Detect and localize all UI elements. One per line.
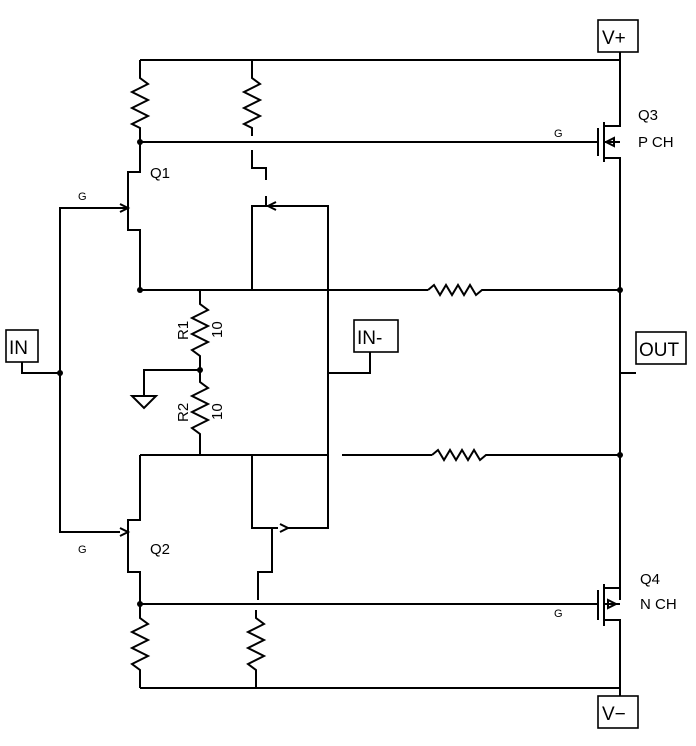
in-minus-wire: [328, 352, 371, 374]
resistor-bottom-left: [129, 604, 151, 688]
q4-label: Q4: [640, 571, 660, 588]
q3-type: P CH: [638, 134, 674, 151]
q2-drain-source: [127, 455, 141, 604]
r1-resistor: [189, 290, 211, 370]
ground-icon: [129, 395, 159, 410]
q3-label: Q3: [638, 107, 658, 124]
top-output-resistor: [427, 283, 620, 297]
in-label: IN: [9, 338, 28, 359]
r1-name: R1: [175, 321, 192, 340]
q4-symbol: [597, 584, 621, 640]
q2-gate-label: G: [78, 544, 87, 556]
v-minus-label: V−: [602, 704, 626, 725]
inner-lower-transistor: [251, 373, 329, 600]
resistor-top-left: [129, 60, 151, 142]
in-minus-label: IN-: [357, 328, 382, 349]
r2-name: R2: [175, 403, 192, 422]
input-gate-bus: [59, 207, 120, 533]
ground-wire: [143, 369, 200, 396]
resistor-top-middle: [241, 60, 263, 136]
r1-value: 10: [209, 321, 226, 338]
port-in: IN: [5, 329, 39, 374]
out-label: OUT: [639, 340, 680, 361]
r2-value: 10: [209, 403, 226, 420]
port-in-minus: IN-: [353, 319, 399, 353]
q1-label: Q1: [150, 165, 170, 182]
r2-resistor: [189, 370, 211, 455]
v-plus-label: V+: [602, 28, 626, 49]
q1-gate-label: G: [78, 191, 87, 203]
vminus-rail-wire: [140, 687, 621, 696]
q2-label: Q2: [150, 541, 170, 558]
resistor-bottom-middle: [245, 610, 267, 688]
port-v-minus: V−: [597, 695, 639, 729]
q1-drain-source: [127, 142, 141, 290]
vplus-rail-wire: [140, 52, 621, 61]
q4-type: N CH: [640, 596, 677, 613]
inner-upper-transistor: [251, 150, 329, 373]
q3-gate-label: G: [554, 128, 563, 140]
q4-gate-label: G: [554, 608, 563, 620]
port-out: OUT: [635, 331, 687, 365]
port-v-plus: V+: [597, 19, 639, 53]
bottom-output-resistor: [431, 448, 620, 462]
